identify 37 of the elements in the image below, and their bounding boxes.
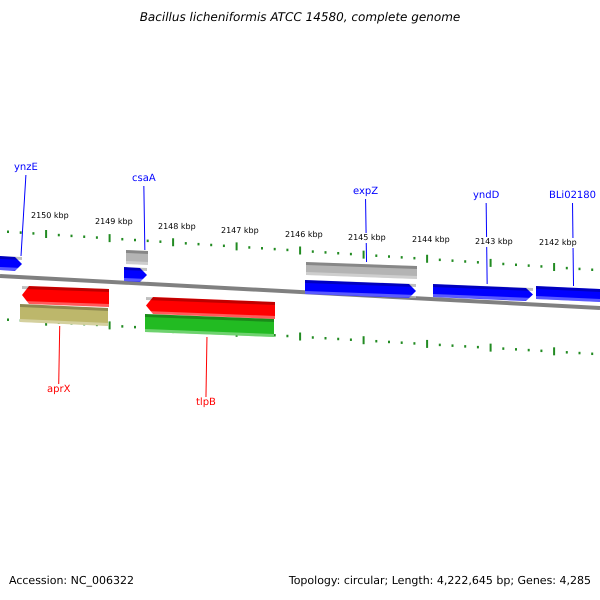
gene-block (22, 286, 109, 307)
gene-block (124, 267, 147, 282)
tick-label: 2143 kbp (475, 237, 513, 247)
gene-block (536, 286, 600, 302)
tick-label: 2149 kbp (95, 217, 133, 227)
tick-label: 2148 kbp (158, 222, 196, 232)
leader-line (143, 186, 146, 250)
tick-label: 2142 kbp (539, 238, 577, 248)
gene-label: yndD (473, 190, 500, 202)
tick-label: 2150 kbp (31, 211, 69, 221)
gene-block (305, 280, 416, 298)
tick-label: 2145 kbp (348, 233, 386, 243)
gene-label: ynzE (14, 162, 38, 174)
leader-line (572, 202, 574, 286)
tick-label: 2146 kbp (285, 230, 323, 240)
leader-line (20, 174, 26, 256)
gene-label: tlpB (196, 397, 216, 409)
tick-label: 2147 kbp (221, 226, 259, 236)
gene-block (146, 297, 275, 319)
accession-text: Accession: NC_006322 (9, 574, 134, 587)
gene-label: csaA (132, 173, 156, 185)
chart-title: Bacillus licheniformis ATCC 14580, complete genome (138, 10, 462, 24)
tick-label: 2144 kbp (412, 235, 450, 245)
gene-bar (145, 314, 274, 337)
leader-line (486, 202, 488, 284)
gene-bar (20, 304, 108, 326)
gene-label: BLi02180 (549, 190, 596, 202)
gene-block (433, 284, 533, 301)
genome-info-text: Topology: circular; Length: 4,222,645 bp; Genes: 4,285 (288, 574, 591, 587)
gene-label: expZ (353, 186, 378, 198)
gene-bar (126, 250, 148, 265)
leader-line (365, 198, 368, 262)
leader-line (205, 336, 208, 398)
leader-line (58, 326, 60, 384)
gene-bar (306, 262, 417, 279)
gene-label: aprX (47, 384, 70, 396)
gene-block (0, 256, 22, 271)
